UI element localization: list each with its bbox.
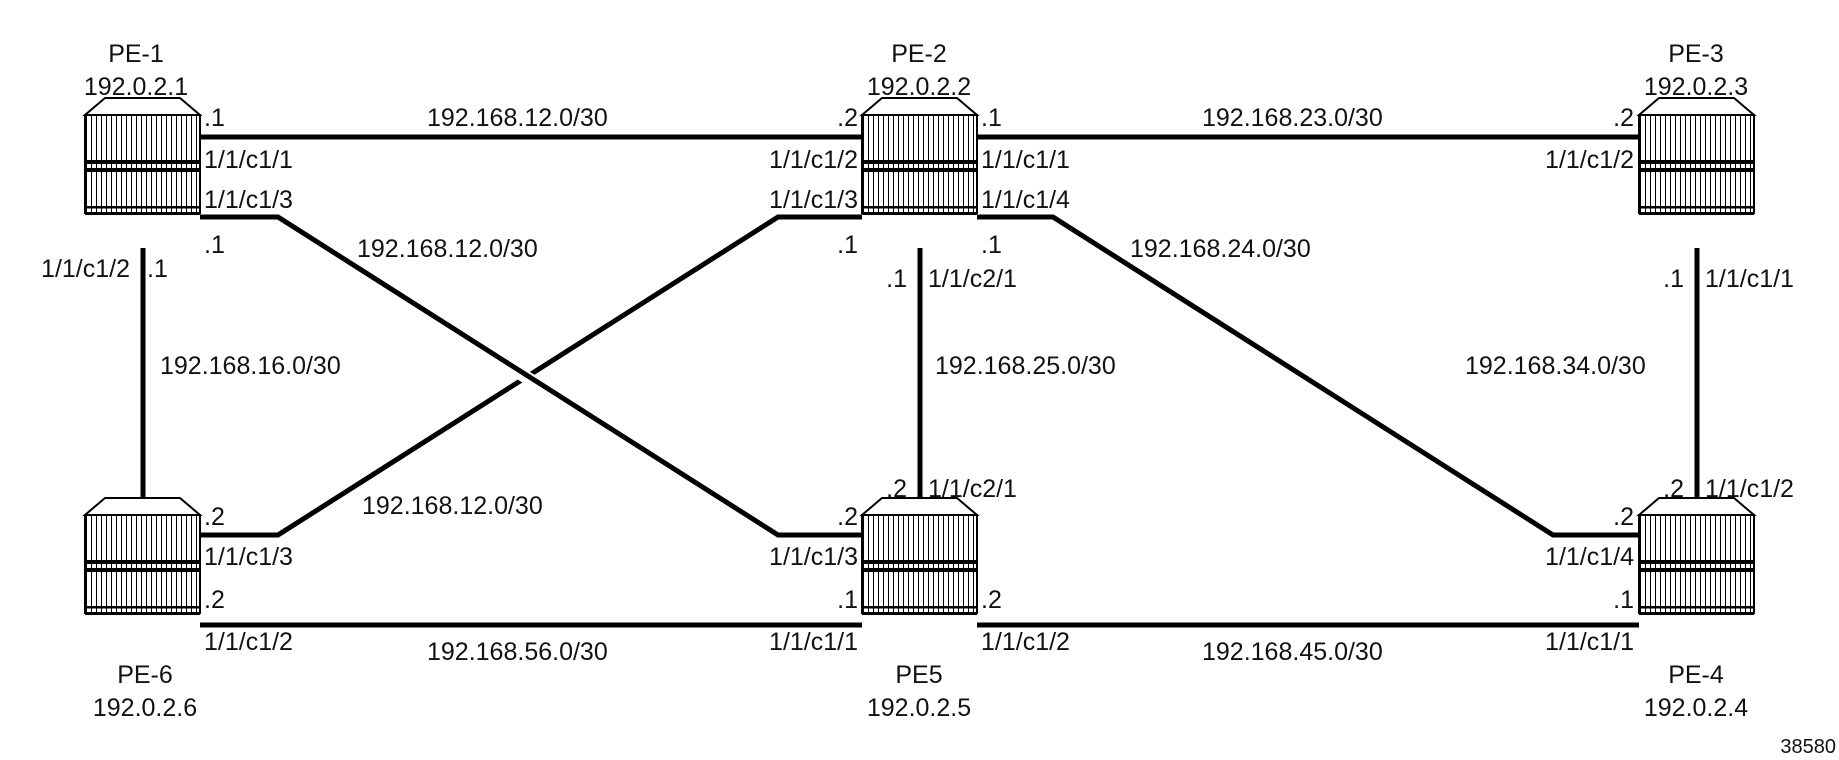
host-octet-label: .1 xyxy=(147,255,168,283)
router-ip-pe4: 192.0.2.4 xyxy=(1644,694,1748,722)
host-octet-label: .1 xyxy=(886,265,907,293)
router-ip-pe1: 192.0.2.1 xyxy=(84,73,188,101)
links-layer xyxy=(140,134,1700,628)
router-name-pe5: PE5 xyxy=(895,661,942,689)
subnet-label: 192.168.34.0/30 xyxy=(1465,352,1646,380)
host-octet-label: .2 xyxy=(837,104,858,132)
router-ip-pe6: 192.0.2.6 xyxy=(93,694,197,722)
host-octet-label: .2 xyxy=(1663,475,1684,503)
host-octet-label: .2 xyxy=(981,586,1002,614)
router-pe6[interactable] xyxy=(84,497,201,616)
router-name-pe6: PE-6 xyxy=(117,661,173,689)
host-octet-label: .1 xyxy=(204,231,225,259)
router-icon xyxy=(1638,497,1755,616)
router-icon xyxy=(84,97,201,216)
router-icon xyxy=(861,97,978,216)
port-label: 1/1/c1/1 xyxy=(769,628,858,656)
host-octet-label: .2 xyxy=(837,503,858,531)
port-label: 1/1/c1/3 xyxy=(769,543,858,571)
host-octet-label: .2 xyxy=(886,475,907,503)
subnet-label: 192.168.12.0/30 xyxy=(362,492,543,520)
host-octet-label: .2 xyxy=(1613,503,1634,531)
host-octet-label: .1 xyxy=(1613,586,1634,614)
port-label: 1/1/c1/1 xyxy=(1545,628,1634,656)
port-label: 1/1/c1/2 xyxy=(41,255,130,283)
subnet-label: 192.168.12.0/30 xyxy=(427,104,608,132)
router-icon xyxy=(861,497,978,616)
subnet-label: 192.168.25.0/30 xyxy=(935,352,1116,380)
port-label: 1/1/c1/1 xyxy=(981,146,1070,174)
host-octet-label: .2 xyxy=(1613,104,1634,132)
link-pe2-pe4 xyxy=(977,214,1639,538)
figure-id: 38580 xyxy=(1780,736,1836,758)
host-octet-label: .1 xyxy=(837,586,858,614)
port-label: 1/1/c1/2 xyxy=(1705,475,1794,503)
port-label: 1/1/c1/4 xyxy=(1545,543,1634,571)
router-name-pe1: PE-1 xyxy=(108,40,164,68)
router-pe2[interactable] xyxy=(861,97,978,216)
subnet-label: 192.168.12.0/30 xyxy=(357,235,538,263)
host-octet-label: .1 xyxy=(981,231,1002,259)
router-pe1[interactable] xyxy=(84,97,201,216)
router-pe3[interactable] xyxy=(1638,97,1755,216)
host-octet-label: .1 xyxy=(837,231,858,259)
subnet-label: 192.168.23.0/30 xyxy=(1202,104,1383,132)
port-label: 1/1/c1/3 xyxy=(204,186,293,214)
port-label: 1/1/c1/2 xyxy=(981,628,1070,656)
port-label: 1/1/c1/3 xyxy=(769,186,858,214)
router-name-pe3: PE-3 xyxy=(1668,40,1724,68)
port-label: 1/1/c2/1 xyxy=(928,475,1017,503)
port-label: 1/1/c2/1 xyxy=(928,265,1017,293)
subnet-label: 192.168.56.0/30 xyxy=(427,638,608,666)
port-label: 1/1/c1/1 xyxy=(204,146,293,174)
host-octet-label: .1 xyxy=(1663,265,1684,293)
link-pe1-pe5 xyxy=(200,214,862,538)
port-label: 1/1/c1/2 xyxy=(769,146,858,174)
port-label: 1/1/c1/2 xyxy=(204,628,293,656)
port-label: 1/1/c1/1 xyxy=(1705,265,1794,293)
router-pe5[interactable] xyxy=(861,497,978,616)
subnet-label: 192.168.45.0/30 xyxy=(1202,638,1383,666)
router-name-pe2: PE-2 xyxy=(891,40,947,68)
port-label: 1/1/c1/3 xyxy=(204,543,293,571)
host-octet-label: .1 xyxy=(981,104,1002,132)
router-pe4[interactable] xyxy=(1638,497,1755,616)
host-octet-label: .2 xyxy=(204,503,225,531)
port-label: 1/1/c1/4 xyxy=(981,186,1070,214)
router-ip-pe2: 192.0.2.2 xyxy=(867,73,971,101)
router-icon xyxy=(1638,97,1755,216)
router-ip-pe5: 192.0.2.5 xyxy=(867,694,971,722)
subnet-label: 192.168.16.0/30 xyxy=(160,352,341,380)
host-octet-label: .2 xyxy=(204,586,225,614)
host-octet-label: .1 xyxy=(204,104,225,132)
router-ip-pe3: 192.0.2.3 xyxy=(1644,73,1748,101)
port-label: 1/1/c1/2 xyxy=(1545,146,1634,174)
router-name-pe4: PE-4 xyxy=(1668,661,1724,689)
subnet-label: 192.168.24.0/30 xyxy=(1130,235,1311,263)
router-icon xyxy=(84,497,201,616)
